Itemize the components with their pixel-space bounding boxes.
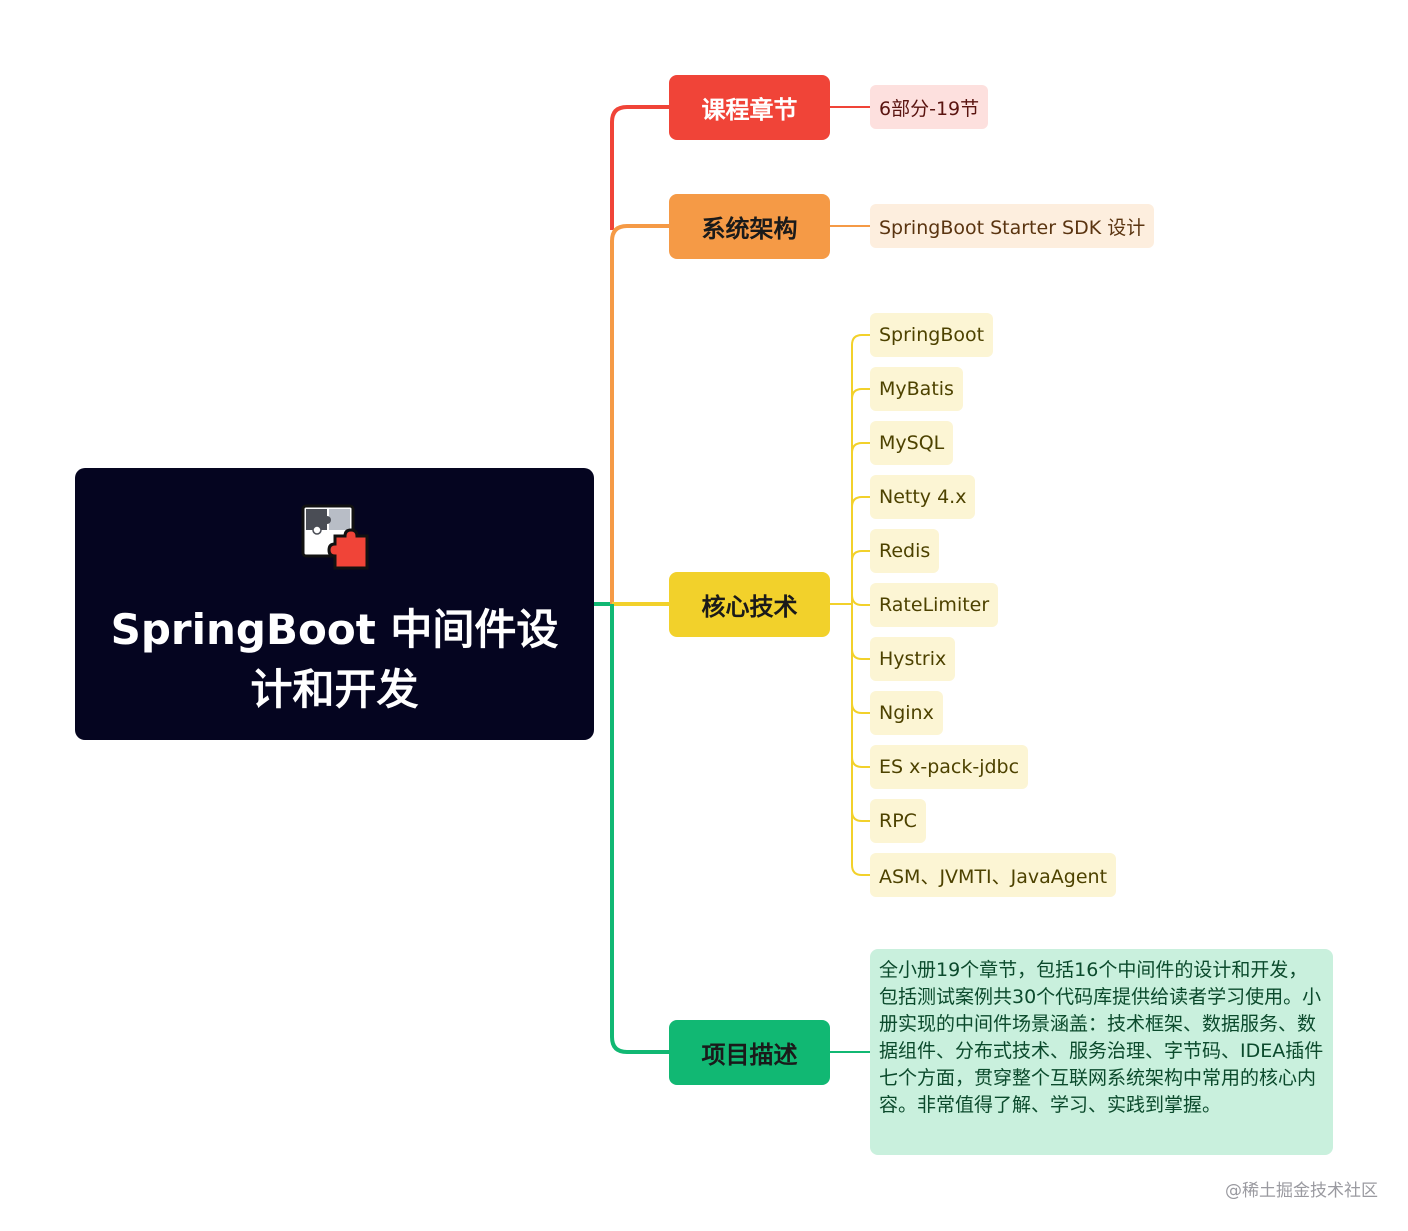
core-tech-connector [851,334,870,604]
core-tech-item[interactable]: RPC [870,799,926,843]
core-tech-connector [851,604,870,660]
core-tech-item[interactable]: MySQL [870,421,954,465]
core-tech-connector [851,594,870,606]
core-tech-connector [851,550,870,604]
branch-description[interactable]: 项目描述 [669,1020,830,1085]
core-tech-item[interactable]: Redis [870,529,940,573]
puzzle-icon [301,504,368,570]
core-tech-connector [851,496,870,604]
core-tech-item[interactable]: Nginx [870,691,943,735]
core-tech-item[interactable]: RateLimiter [870,583,999,627]
core-tech-connector [851,442,870,604]
core-tech-item[interactable]: Netty 4.x [870,475,976,519]
core-tech-item[interactable]: Hystrix [870,637,956,681]
core-tech-item[interactable]: SpringBoot [870,313,994,357]
leaf-architecture[interactable]: SpringBoot Starter SDK 设计 [870,204,1155,248]
leaf-description[interactable]: 全小册19个章节，包括16个中间件的设计和开发，包括测试案例共30个代码库提供给… [870,949,1333,1155]
leaf-chapters[interactable]: 6部分-19节 [870,85,989,129]
branch-chapters[interactable]: 课程章节 [669,75,830,140]
branch-architecture[interactable]: 系统架构 [669,194,830,259]
root-title: SpringBoot 中间件设计和开发 [110,605,559,714]
root-node[interactable]: SpringBoot 中间件设计和开发 [75,468,594,740]
branch-core-tech[interactable]: 核心技术 [669,572,830,637]
core-tech-connector [851,604,870,768]
core-tech-item[interactable]: MyBatis [870,367,963,411]
core-tech-connector [851,388,870,604]
core-tech-item[interactable]: ASM、JVMTI、JavaAgent [870,853,1117,897]
core-tech-connector [851,604,870,876]
core-tech-item[interactable]: ES x-pack-jdbc [870,745,1029,789]
watermark: @稀土掘金技术社区 [1225,1181,1378,1201]
